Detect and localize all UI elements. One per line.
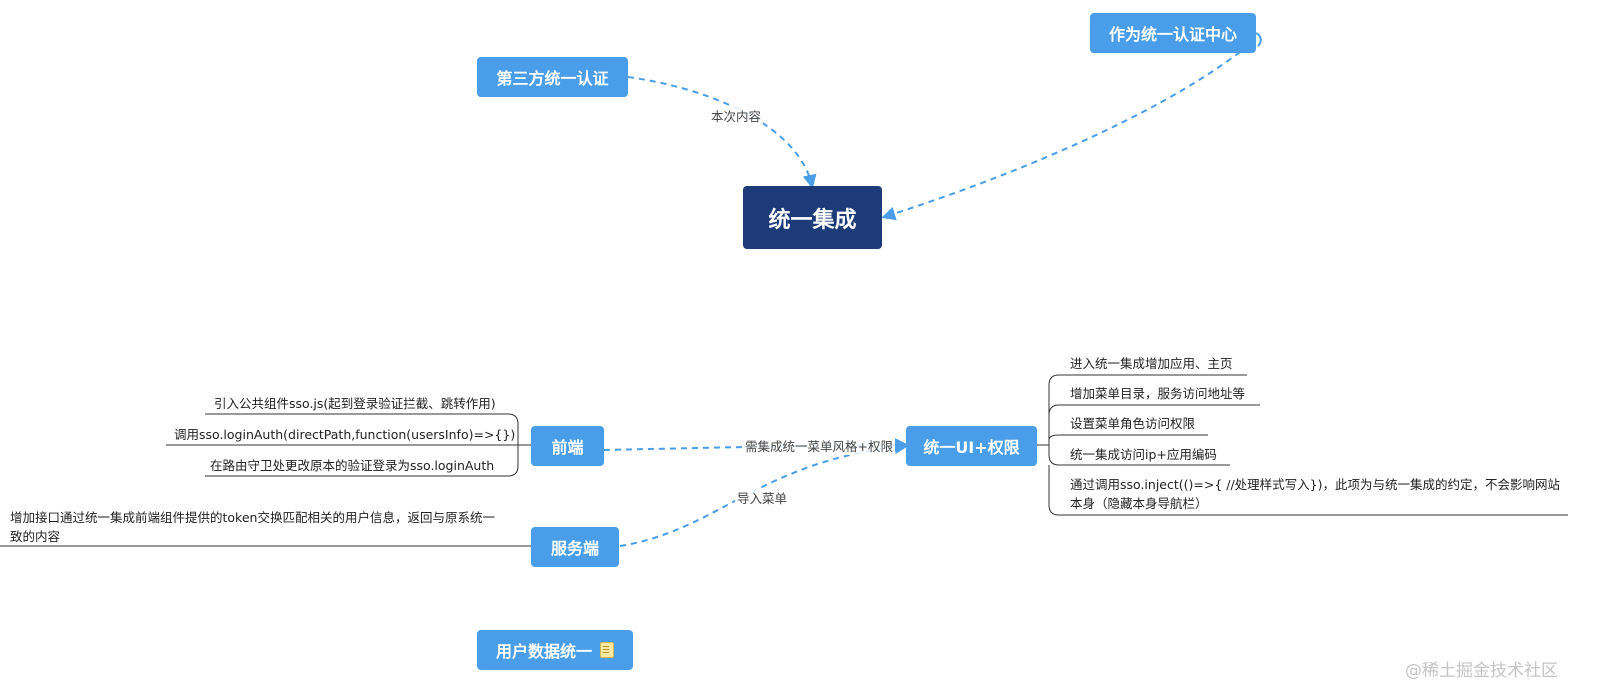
topic-backend[interactable]: 服务端 [531,527,619,567]
topic-unified-ui-label: 统一UI+权限 [923,438,1020,457]
topic-unified-ui[interactable]: 统一UI+权限 [906,426,1037,466]
topic-user-data-label: 用户数据统一 [495,642,592,661]
frontend-leaf-3: 在路由守卫处更改原本的验证登录为sso.loginAuth [210,458,495,473]
topic-backend-label: 服务端 [550,539,599,558]
ui-branch-5 [1048,465,1568,516]
root-label: 统一集成 [768,207,857,233]
topic-auth-center[interactable]: 作为统一认证中心 [1090,13,1256,53]
watermark: @稀土掘金技术社区 [1405,661,1558,681]
backend-leaf-1: 增加接口通过统一集成前端组件提供的token交换匹配相关的用户信息，返回与原系统… [10,510,495,545]
topic-third-party-auth[interactable]: 第三方统一认证 [477,57,628,97]
ui-branch-2 [1048,404,1260,416]
topic-user-data[interactable]: 用户数据统一 [477,630,633,670]
frontend-leaf-1: 引入公共组件sso.js(起到登录验证拦截、跳转作用) [214,396,496,411]
ui-branch-1 [1048,374,1247,445]
ui-branch-4 [1048,445,1230,466]
ui-leaf-4: 统一集成访问ip+应用编码 [1070,447,1217,462]
edge-label-this-time: 本次内容 [709,106,764,125]
topic-frontend[interactable]: 前端 [531,426,604,466]
edge-label-import-menu: 导入菜单 [735,488,790,507]
topic-auth-center-label: 作为统一认证中心 [1108,25,1237,44]
ui-leaf-3: 设置菜单角色访问权限 [1070,416,1196,431]
frontend-branch-1 [205,413,531,446]
note-icon[interactable] [600,642,614,658]
topic-frontend-label: 前端 [551,438,584,457]
edge-label-menu-style: 需集成统一菜单风格+权限 [743,436,895,455]
topic-third-party-auth-label: 第三方统一认证 [496,69,609,88]
ui-leaf-2: 增加菜单目录，服务访问地址等 [1070,386,1246,401]
root-node[interactable]: 统一集成 [743,186,882,249]
edge-third-party-to-root [627,76,817,189]
frontend-leaf-2: 调用sso.loginAuth(directPath,function(user… [174,427,516,442]
ui-leaf-1: 进入统一集成增加应用、主页 [1070,356,1233,371]
ui-branch-3 [1048,434,1208,441]
ui-leaf-5: 通过调用sso.inject(()=>{ //处理样式写入})，此项为与统一集成… [1070,477,1561,512]
frontend-branch-3 [205,445,519,477]
edge-auth-center-tail [1255,32,1262,47]
edge-auth-center-to-root [881,51,1241,221]
